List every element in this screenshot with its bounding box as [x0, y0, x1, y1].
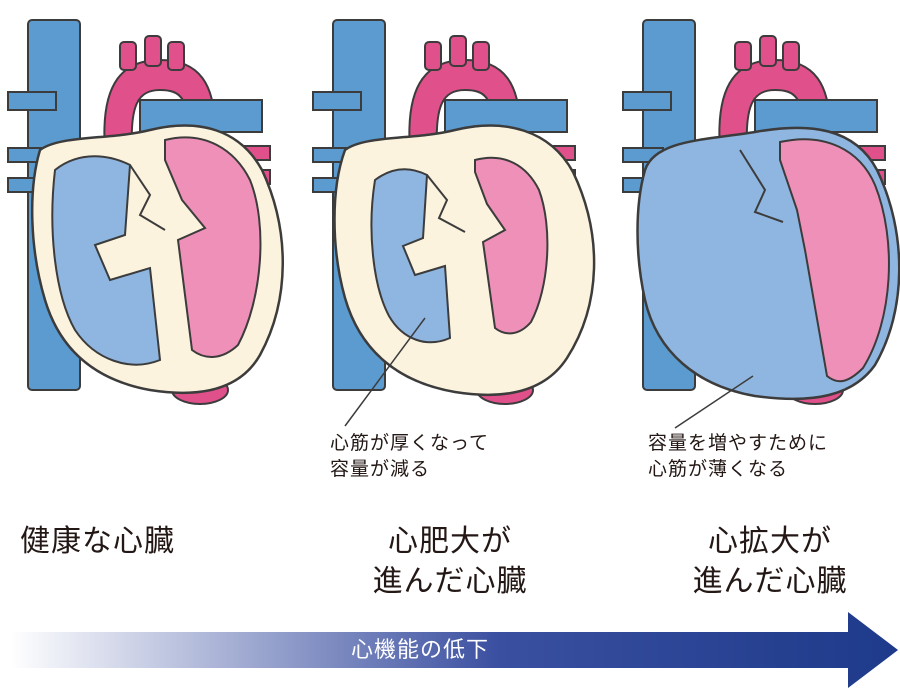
heart-hypertrophy-icon	[312, 19, 596, 427]
hypertrophy-note: 心筋が厚くなって 容量が減る	[330, 432, 490, 480]
pointer-line	[674, 375, 754, 429]
panel-title-dilated: 心拡大が 進んだ心臓	[692, 524, 848, 599]
panel-title-healthy: 健康な心臓	[20, 524, 175, 559]
dilation-note: 容量を増やすために 心筋が薄くなる	[648, 432, 829, 480]
panel-title-hypertrophy: 心肥大が 進んだ心臓	[372, 524, 528, 599]
decline-arrow	[10, 612, 898, 688]
heart-dilated-icon	[622, 19, 900, 429]
arrow-label: 心機能の低下	[350, 638, 489, 663]
pointer-line	[344, 317, 426, 427]
heart-healthy-icon	[7, 19, 284, 405]
